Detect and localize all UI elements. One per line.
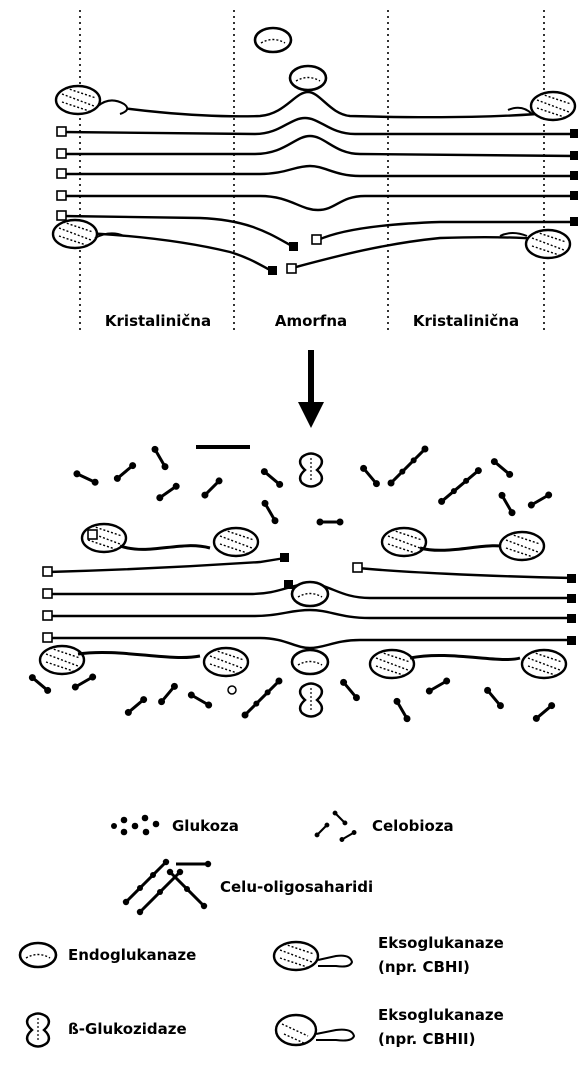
enzyme-cluster-upper-left	[82, 524, 258, 556]
endoglucanase-icon	[255, 28, 291, 52]
legend-beta-glucosidase-icon	[27, 1014, 49, 1047]
beta-glucosidase-icon	[300, 454, 322, 487]
cellobiose-icon	[314, 810, 358, 843]
endoglucanase-icon	[290, 66, 326, 90]
legend-glucose-label: Glukoza	[172, 817, 239, 835]
beta-glucosidase-icon	[300, 684, 322, 717]
endoglucanase-icon	[292, 650, 328, 674]
legend-beta-glucosidase-label: ß-Glukozidaze	[68, 1020, 187, 1038]
legend-exoglucanase-cbhii-icon	[276, 1015, 354, 1045]
exoglucanase-cbhi-icon	[531, 92, 575, 120]
legend: Glukoza Celobioza Celu-oligosaharidi End…	[20, 810, 504, 1048]
exoglucanase-cbhii-icon	[526, 230, 570, 258]
legend-exoglucanase-cbhi-line1: Eksoglukanaze	[378, 934, 504, 952]
legend-exoglucanase-cbhi-icon	[274, 942, 352, 970]
legend-endoglucanase-label: Endoglukanaze	[68, 946, 196, 964]
region-label-middle: Amorfna	[275, 312, 347, 330]
oligosaccharides-icon	[123, 859, 211, 915]
enzyme-cluster-lower-right	[370, 650, 566, 678]
legend-exoglucanase-cbhi-line2: (npr. CBHI)	[378, 958, 470, 976]
bottom-panel	[27, 444, 576, 723]
legend-endoglucanase-icon	[20, 943, 56, 967]
legend-oligosaccharides-label: Celu-oligosaharidi	[220, 878, 373, 896]
cellulose-chains	[57, 92, 578, 275]
region-label-left: Kristalinična	[105, 312, 211, 330]
exoglucanase-cbhi-icon	[56, 86, 100, 114]
enzyme-cluster-lower-left	[40, 646, 248, 694]
legend-exoglucanase-cbhii-line2: (npr. CBHII)	[378, 1030, 475, 1048]
top-panel: Kristalinična Amorfna Kristalinična	[53, 10, 578, 330]
region-label-right: Kristalinična	[413, 312, 519, 330]
arrow-down-icon	[298, 350, 324, 428]
enzyme-tail-icon	[98, 100, 127, 114]
endoglucanase-icon	[292, 582, 328, 606]
enzyme-cluster-upper-right	[382, 528, 544, 560]
glucose-icon	[111, 815, 159, 836]
exoglucanase-cbhii-icon	[53, 220, 97, 248]
legend-exoglucanase-cbhii-line1: Eksoglukanaze	[378, 1006, 504, 1024]
legend-cellobiose-label: Celobioza	[372, 817, 454, 835]
